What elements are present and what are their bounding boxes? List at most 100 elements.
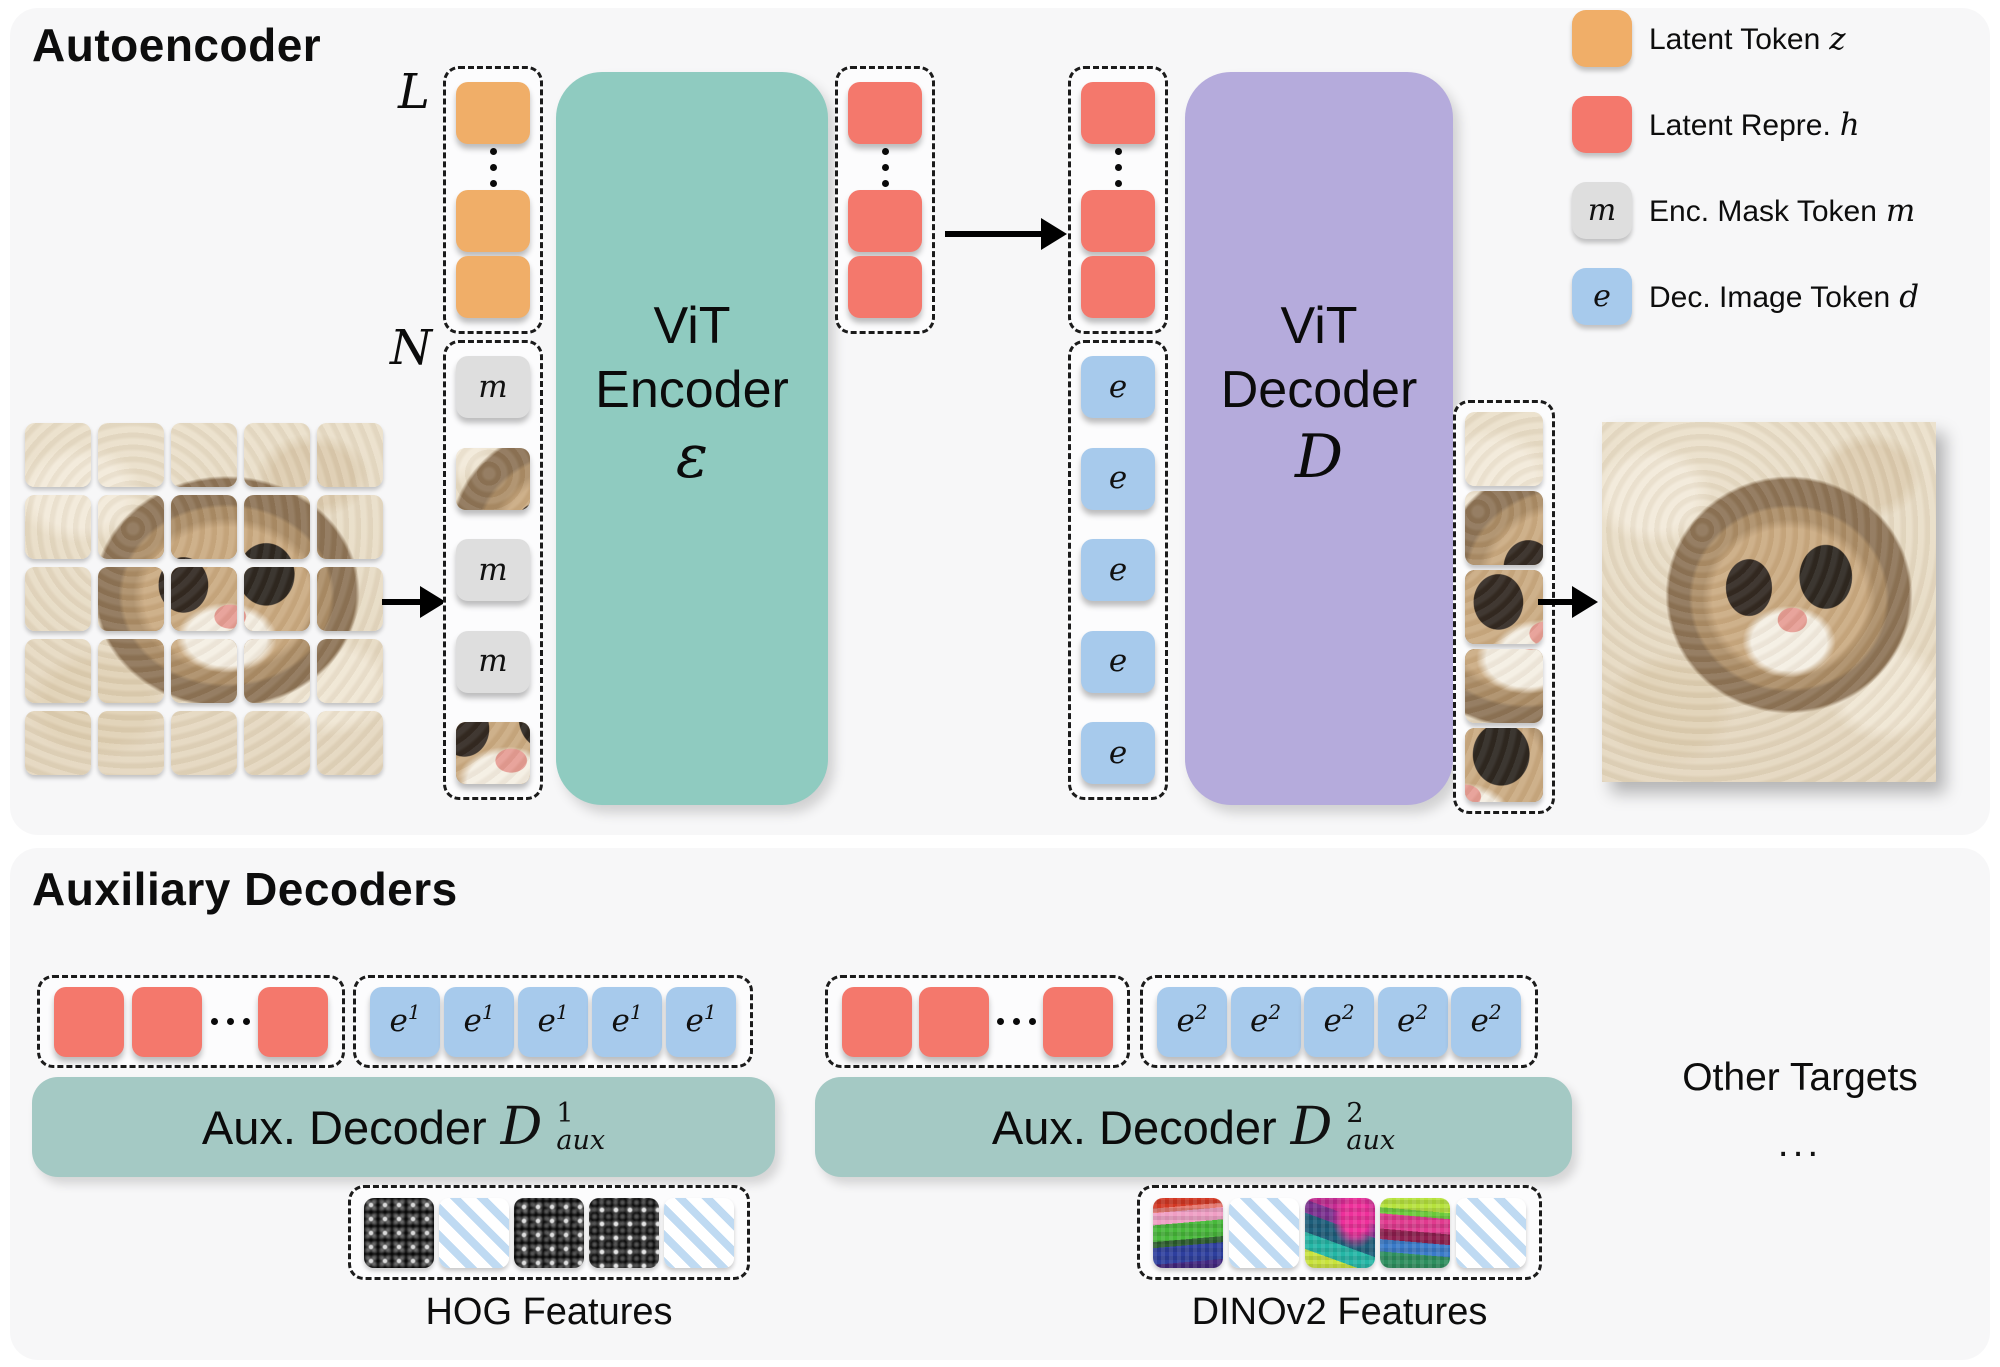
aux-decoder-1-symbol: D <box>500 1097 543 1157</box>
image-patch <box>25 495 91 559</box>
cat-image-fragment <box>317 495 383 559</box>
image-patch <box>25 567 91 631</box>
image-patch <box>171 423 237 487</box>
image-patch <box>244 423 310 487</box>
cat-image-fragment <box>171 495 237 559</box>
dec-image-token: e <box>1081 447 1155 510</box>
reconstructed-patch <box>1465 649 1543 723</box>
encoder-symbol: ε <box>675 421 709 492</box>
latent-repre-token <box>848 190 922 253</box>
latent-repre-token <box>842 986 912 1057</box>
hog-features-label: HOG Features <box>425 1291 673 1333</box>
image-patch <box>98 567 164 631</box>
cat-image-fragment <box>1465 412 1543 486</box>
image-patch <box>98 495 164 559</box>
image-patch <box>317 567 383 631</box>
latent-repre-swatch <box>1572 96 1632 153</box>
image-patch <box>171 711 237 775</box>
enc-mask-token: m <box>456 630 530 693</box>
cat-image-fragment <box>1465 649 1543 723</box>
decoder-input-latent-column <box>1068 66 1168 334</box>
image-patch <box>171 495 237 559</box>
input-to-tokens-arrow <box>382 586 446 618</box>
reconstructed-patch <box>1465 570 1543 644</box>
dinov2-feature-patch <box>1380 1197 1451 1268</box>
dinov2-features-row <box>1137 1185 1542 1280</box>
image-patch <box>25 639 91 703</box>
patches-to-image-arrow <box>1538 586 1598 618</box>
cat-image-fragment <box>244 423 310 487</box>
latent-token <box>456 255 530 318</box>
hog-features-row <box>348 1185 750 1280</box>
patch-count-label: N <box>390 320 432 376</box>
image-patch <box>317 711 383 775</box>
image-patch <box>25 711 91 775</box>
other-targets-ellipsis: ... <box>1777 1122 1823 1165</box>
enc-mask-token: m <box>456 539 530 601</box>
cat-image-fragment <box>244 567 310 631</box>
image-patch <box>25 423 91 487</box>
image-patch <box>244 567 310 631</box>
cat-image-fragment <box>171 711 237 775</box>
image-patch <box>317 495 383 559</box>
latent-count-label: L <box>398 64 430 120</box>
autoencoder-panel: Autoencoder <box>10 8 1990 835</box>
cat-image-fragment <box>25 639 91 703</box>
reconstructed-patch <box>1465 412 1543 486</box>
latent-repre-token <box>257 986 328 1057</box>
cat-image-fragment <box>171 639 237 703</box>
aux-decoder-2-symbol: D <box>1290 1097 1333 1157</box>
image-patch <box>98 711 164 775</box>
legend-math-symbol: m <box>1885 192 1916 229</box>
hog-feature-patch <box>364 1197 434 1268</box>
dinov2-feature-patch <box>1304 1197 1375 1268</box>
image-patch <box>171 639 237 703</box>
reconstructed-patch <box>1465 491 1543 565</box>
cat-image-fragment <box>25 495 91 559</box>
decoder-image-token-column: e e e e e <box>1068 340 1168 800</box>
dinov2-features-label: DINOv2 Features <box>1191 1291 1488 1333</box>
legend-math-symbol: z <box>1829 20 1846 57</box>
cat-image-fragment <box>317 423 383 487</box>
encoder-output-column <box>835 66 935 334</box>
masked-feature-patch <box>1228 1197 1299 1268</box>
decoder-output-patch-column <box>1453 400 1555 814</box>
dec-image-token: e <box>1081 722 1155 784</box>
image-patch <box>244 495 310 559</box>
aux1-latent-repre-row <box>37 975 345 1068</box>
image-patch <box>98 423 164 487</box>
cat-image-fragment <box>244 711 310 775</box>
legend-row-latent-repre: Latent Repre.h <box>1572 96 1919 153</box>
dec-image-token: e <box>1081 356 1155 418</box>
cat-image-fragment <box>317 639 383 703</box>
encoder-to-decoder-arrow <box>945 218 1067 250</box>
vertical-ellipsis-icon <box>1114 147 1122 187</box>
cat-image-fragment <box>98 423 164 487</box>
cat-image-fragment <box>98 711 164 775</box>
enc-mask-token: m <box>456 356 530 418</box>
latent-token <box>456 190 530 253</box>
image-patch <box>317 423 383 487</box>
latent-repre-token <box>848 255 922 318</box>
latent-repre-token <box>1042 986 1113 1057</box>
auxiliary-decoders-title: Auxiliary Decoders <box>32 863 458 915</box>
hog-feature-patch <box>514 1197 584 1268</box>
vit-encoder-block: ViT Encoder ε <box>556 72 828 805</box>
cat-image <box>1602 422 1936 782</box>
image-patch <box>98 639 164 703</box>
image-patch-token <box>456 447 530 510</box>
vit-encoder-label: ViT Encoder ε <box>595 296 789 492</box>
